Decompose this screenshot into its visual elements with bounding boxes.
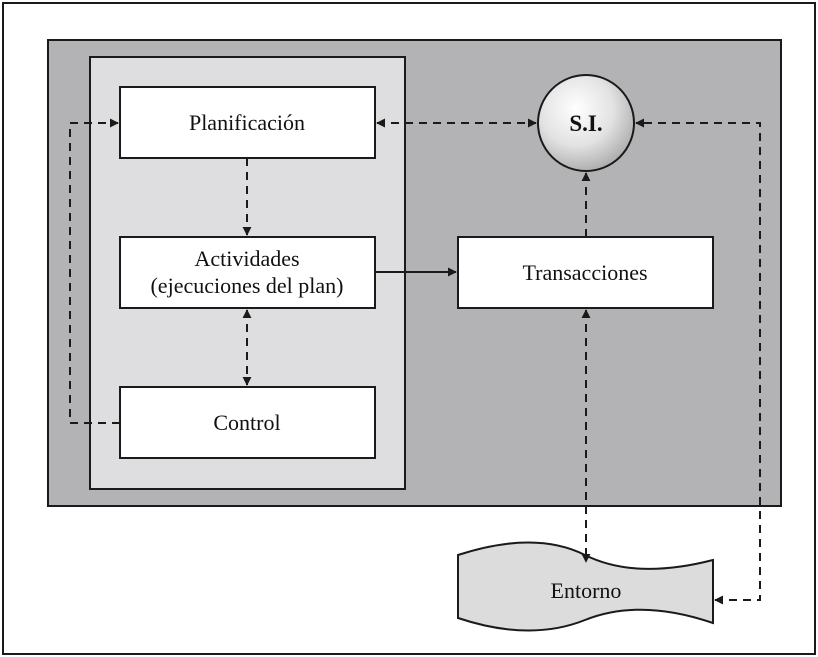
actividades-node: Actividades (ejecuciones del plan) <box>119 236 376 309</box>
si-label: S.I. <box>569 111 602 136</box>
planificacion-label: Planificación <box>189 110 305 135</box>
control-label: Control <box>213 410 280 435</box>
entorno-node: Entorno <box>457 541 714 632</box>
entorno-si-loop <box>635 118 761 605</box>
si-node: S.I. <box>537 74 635 172</box>
entorno-label: Entorno <box>551 578 622 603</box>
control-feedback-loop <box>69 118 120 424</box>
transacciones-node: Transacciones <box>457 236 714 309</box>
actividades-label-line1: Actividades <box>194 246 299 271</box>
transacciones-label: Transacciones <box>522 260 647 285</box>
control-node: Control <box>119 386 376 459</box>
actividades-label-line2: (ejecuciones del plan) <box>150 273 343 298</box>
planificacion-node: Planificación <box>119 86 376 159</box>
